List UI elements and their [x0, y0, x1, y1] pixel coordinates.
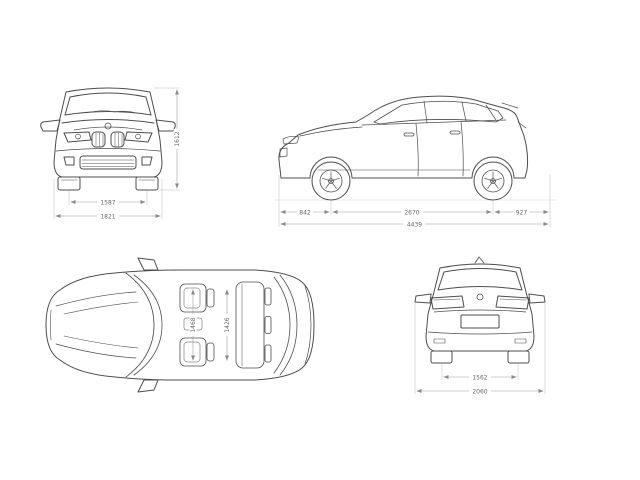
- kidney-grille-left: [91, 131, 106, 148]
- side-headlight: [282, 135, 300, 145]
- rear-car-outline: [414, 256, 546, 364]
- brand-roundel: [104, 122, 112, 130]
- headlights: [63, 131, 153, 143]
- brand-roundel-rear: [476, 293, 484, 301]
- fog-lights: [63, 156, 153, 166]
- dim-front-overhang-label: 842: [299, 209, 311, 216]
- rear-window: [273, 274, 298, 376]
- front-view-drawing: 1612 1587 1821: [40, 87, 181, 220]
- dim-overall-length-label: 4439: [407, 221, 422, 228]
- dim-wheelbase: 2670: [401, 208, 423, 216]
- license-plate: [460, 314, 500, 329]
- roof-antenna: [474, 256, 485, 264]
- rear-wheel-left: [430, 350, 453, 364]
- dim-overall-length: 4439: [403, 220, 426, 228]
- top-mirrors: [137, 257, 159, 393]
- dim-front-track: 1587: [97, 198, 119, 206]
- dim-interior-width-front: 1468: [189, 314, 197, 336]
- dim-front-width: 1821: [97, 212, 119, 220]
- side-car-outline: [278, 95, 529, 201]
- dim-rear-overhang-label: 927: [516, 209, 528, 216]
- kidney-grille-right: [110, 131, 125, 148]
- taillights: [430, 295, 530, 310]
- top-view-drawing: 1468 1426: [45, 257, 315, 393]
- rear-wheel-right: [507, 350, 530, 364]
- rear-window-glass: [437, 268, 523, 291]
- lower-intake: [79, 155, 137, 170]
- dim-interior-width-front-label: 1468: [190, 317, 197, 332]
- dim-rear-width: 2060: [469, 387, 491, 395]
- rear-mirrors: [414, 293, 546, 304]
- dim-front-overhang: 842: [297, 208, 313, 216]
- front-wheel-left: [57, 176, 81, 191]
- dim-interior-width-rear: 1426: [223, 314, 231, 336]
- front-wheel: [311, 161, 351, 201]
- dim-front-height: 1612: [173, 129, 181, 149]
- side-view-drawing: 842 2670 927 4439: [275, 95, 557, 228]
- dim-interior-width-rear-label: 1426: [224, 317, 231, 332]
- dim-front-track-label: 1587: [100, 199, 115, 206]
- rear-wheel: [473, 161, 513, 201]
- rear-view-drawing: 1562 2060: [414, 256, 546, 395]
- dim-rear-track: 1562: [469, 373, 491, 381]
- dim-front-height-label: 1612: [174, 131, 181, 146]
- front-wheel-right: [135, 176, 159, 191]
- dim-front-width-label: 1821: [100, 213, 115, 220]
- dim-wheelbase-label: 2670: [404, 209, 419, 216]
- dim-rear-track-label: 1562: [472, 374, 487, 381]
- front-car-outline: [40, 87, 176, 191]
- top-dimension-lines: [191, 289, 229, 361]
- windshield: [125, 272, 163, 378]
- dim-rear-overhang: 927: [513, 208, 530, 216]
- dim-rear-width-label: 2060: [472, 388, 487, 395]
- top-car-outline: [45, 257, 315, 393]
- rear-bench: [235, 281, 272, 369]
